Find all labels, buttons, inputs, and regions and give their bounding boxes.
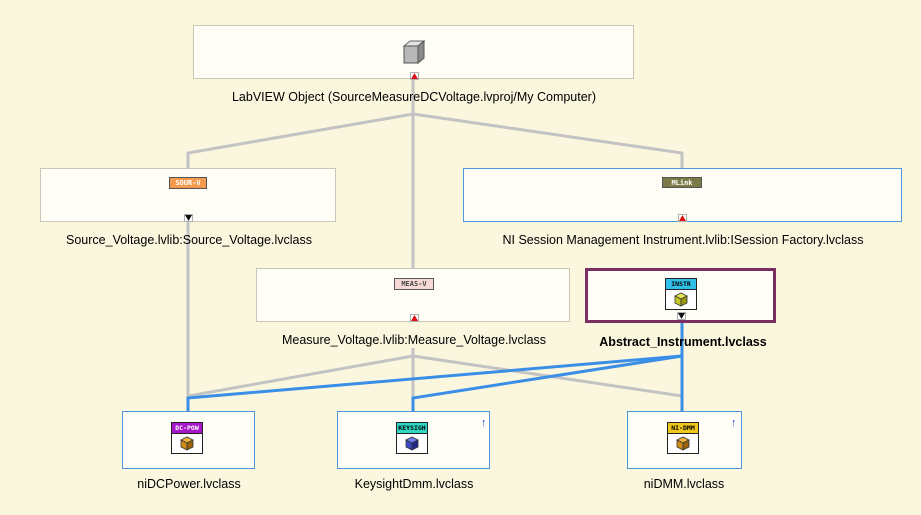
node-ni-session-factory[interactable]: MLink [463, 168, 902, 222]
keysight-class-icon: KEYSIGH [396, 422, 428, 454]
node-measure-voltage[interactable]: MEAS-V [256, 268, 570, 322]
expand-down-marker[interactable] [677, 312, 686, 320]
inheritance-up-marker[interactable] [678, 214, 687, 222]
caption-source-voltage: Source_Voltage.lvlib:Source_Voltage.lvcl… [66, 233, 312, 247]
caption-keysight-dmm: KeysightDmm.lvclass [354, 477, 474, 491]
node-abstract-instrument[interactable]: INSTR [585, 268, 776, 323]
node-ni-dmm[interactable]: NI-DMM ↑ [627, 411, 742, 469]
node-source-voltage[interactable]: SOUR-V [40, 168, 336, 222]
caption-abstract-instrument: Abstract_Instrument.lvclass [599, 335, 767, 349]
caption-measure-voltage: Measure_Voltage.lvlib:Measure_Voltage.lv… [281, 333, 547, 347]
parent-up-arrow-icon[interactable]: ↑ [481, 417, 487, 429]
parent-up-arrow-icon[interactable]: ↑ [731, 417, 737, 429]
caption-ni-dmm: niDMM.lvclass [643, 477, 725, 491]
expand-down-marker[interactable] [184, 214, 193, 222]
caption-labview-object: LabVIEW Object (SourceMeasureDCVoltage.l… [231, 90, 597, 104]
inheritance-up-marker[interactable] [410, 72, 419, 80]
generic-object-cube-icon [402, 39, 426, 65]
node-ni-dc-power[interactable]: DC-POW [122, 411, 255, 469]
mlink-icon: MLink [662, 177, 702, 188]
caption-ni-dc-power: niDCPower.lvclass [137, 477, 241, 491]
instr-class-icon: INSTR [665, 278, 697, 310]
node-labview-object[interactable] [193, 25, 634, 80]
meas-v-icon: MEAS-V [394, 278, 434, 290]
dc-pow-class-icon: DC-POW [171, 422, 203, 454]
caption-ni-session-factory: NI Session Management Instrument.lvlib:I… [502, 233, 864, 247]
wire-measure-to-nidmm [412, 354, 684, 413]
sour-v-icon: SOUR-V [169, 177, 207, 189]
node-keysight-dmm[interactable]: KEYSIGH ↑ [337, 411, 490, 469]
ni-dmm-class-icon: NI-DMM [667, 422, 699, 454]
wire-root-to-source-voltage [186, 112, 414, 170]
wire-abstract-to-keysight [411, 354, 683, 413]
inheritance-up-marker[interactable] [410, 314, 419, 322]
wire-root-to-ni-session [412, 112, 684, 170]
